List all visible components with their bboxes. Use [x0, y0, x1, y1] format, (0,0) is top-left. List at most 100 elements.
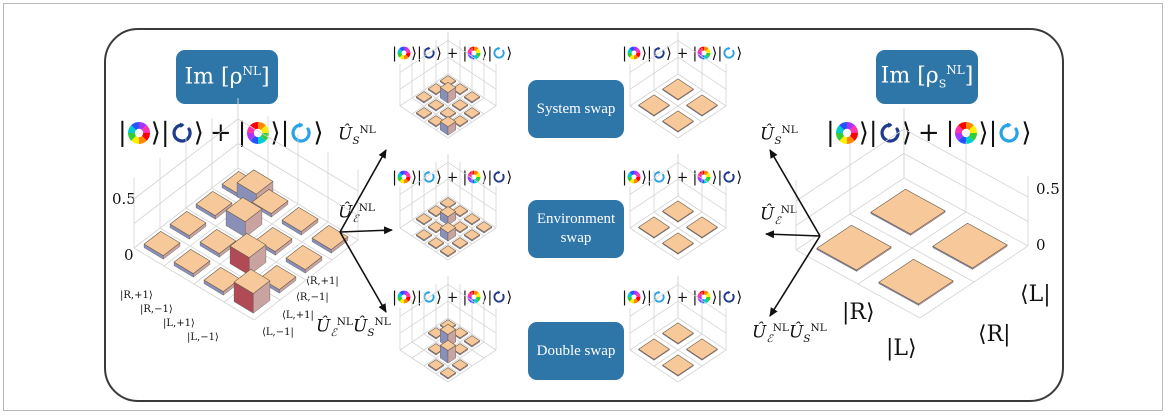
bar-top	[439, 245, 457, 257]
bar-top	[638, 338, 670, 360]
right-ytick-0: 0	[1036, 236, 1046, 254]
vortex-rainbow-icon	[627, 290, 641, 304]
spiral-dark-blue-icon	[492, 290, 506, 304]
left-row-label: |L,+1⟩	[163, 318, 195, 329]
spiral-dark-blue-icon	[492, 170, 506, 184]
swap-arrow	[339, 226, 393, 235]
bar-top	[686, 94, 718, 116]
bar-top	[463, 229, 481, 241]
bar-top	[415, 229, 433, 241]
small-bar-plot-1	[399, 32, 497, 139]
bar-top	[662, 232, 694, 254]
bar-top	[427, 221, 445, 233]
op-double-left: ÛℰNLÛSNL	[316, 316, 391, 340]
bar-top	[439, 82, 457, 93]
bar-top	[686, 338, 718, 360]
right-row-label: |L⟩	[886, 336, 917, 361]
bar-top	[427, 237, 445, 249]
left-ytick-05: 0.5	[112, 190, 136, 208]
bar-top	[173, 248, 211, 275]
bar-top	[638, 216, 670, 238]
bar-top	[415, 213, 433, 225]
bar-top	[662, 354, 694, 376]
right-title: Im [ρSNL]	[880, 63, 974, 91]
left-bar-plot	[133, 98, 359, 321]
bar-top	[311, 224, 349, 251]
bar-top	[439, 339, 457, 351]
right-state-label: |⟩|⟩ + |⟩|⟩	[826, 118, 1032, 148]
bar-top	[281, 206, 319, 233]
double-swap-box: Double swap	[528, 322, 624, 380]
bar-top	[225, 197, 263, 223]
left-row-label: |L,−1⟩	[187, 332, 219, 343]
bar-top	[638, 94, 670, 116]
left-col-label: ⟨R,+1|	[306, 276, 339, 287]
figure-panel	[104, 28, 1064, 402]
bar-top	[662, 322, 694, 344]
spiral-light-blue-icon	[997, 121, 1021, 145]
left-col-label: ⟨L,+1|	[282, 310, 314, 321]
vortex-rainbow-icon	[397, 170, 411, 184]
bar-top	[427, 359, 445, 371]
right-col-label: ⟨L|	[1020, 282, 1051, 307]
bar-top	[870, 188, 946, 235]
swap-arrow	[339, 231, 387, 313]
swap-state-label-2b: |⟩|⟩+|⟩|⟩	[622, 168, 743, 186]
bar-top	[463, 91, 481, 103]
small-bar-plot-4	[629, 154, 727, 261]
bar-top	[199, 228, 237, 255]
left-title: Im [ρNL]	[184, 64, 270, 90]
spiral-light-blue-icon	[652, 170, 666, 184]
swap-arrow	[339, 149, 387, 233]
op-environment-right: ÛℰNL	[760, 204, 797, 228]
left-col-label: ⟨L,−1|	[262, 327, 294, 338]
spiral-light-blue-icon	[492, 46, 506, 60]
bar-top	[463, 107, 481, 119]
vortex-rainbow-icon	[127, 121, 151, 145]
vortex-rainbow-icon	[627, 170, 641, 184]
bar-top	[169, 210, 207, 237]
swap-arrow	[769, 235, 821, 317]
left-col-label: ⟨R,−1|	[296, 292, 329, 303]
bar-top	[816, 224, 892, 271]
bar-top	[259, 264, 297, 291]
op-double-right: ÛℰNLÛSNL	[752, 322, 827, 346]
small-bar-plot-6	[629, 276, 727, 383]
bar-top	[439, 323, 457, 335]
bar-top	[475, 221, 493, 233]
right-title-box: Im [ρSNL]	[876, 50, 978, 104]
vortex-rainbow-icon	[397, 290, 411, 304]
bar-top	[285, 244, 323, 271]
bar-top	[439, 116, 457, 128]
bar-top	[143, 230, 181, 257]
right-bar-plot	[795, 108, 1029, 319]
environment-swap-box: Environment swap	[528, 200, 624, 258]
system-swap-box: System swap	[528, 80, 624, 138]
swap-arrow	[765, 230, 821, 239]
bar-top	[439, 206, 457, 218]
left-row-label: |R,−1⟩	[140, 304, 173, 315]
small-bar-plot-2	[629, 32, 727, 139]
bar-top	[662, 110, 694, 132]
spiral-light-blue-icon	[652, 290, 666, 304]
bar-top	[932, 222, 1008, 269]
spiral-light-blue-icon	[289, 121, 313, 145]
spiral-light-blue-icon	[722, 46, 736, 60]
figure-frame	[3, 3, 1163, 411]
vortex-rainbow-icon	[697, 290, 711, 304]
swap-state-label-2a: |⟩|⟩+|⟩|⟩	[392, 168, 513, 186]
bar-top	[451, 99, 469, 111]
small-bar-plot-3	[399, 154, 497, 261]
spiral-dark-blue-icon	[170, 121, 194, 145]
bar-top	[451, 237, 469, 249]
spiral-dark-blue-icon	[722, 290, 736, 304]
spiral-dark-blue-icon	[652, 46, 666, 60]
right-ytick-05: 0.5	[1036, 180, 1060, 198]
spiral-dark-blue-icon	[422, 46, 436, 60]
bar-top	[662, 78, 694, 100]
spiral-light-blue-icon	[422, 290, 436, 304]
left-ytick-0: 0	[124, 246, 134, 264]
bar-top	[255, 226, 293, 253]
spiral-dark-blue-icon	[722, 170, 736, 184]
